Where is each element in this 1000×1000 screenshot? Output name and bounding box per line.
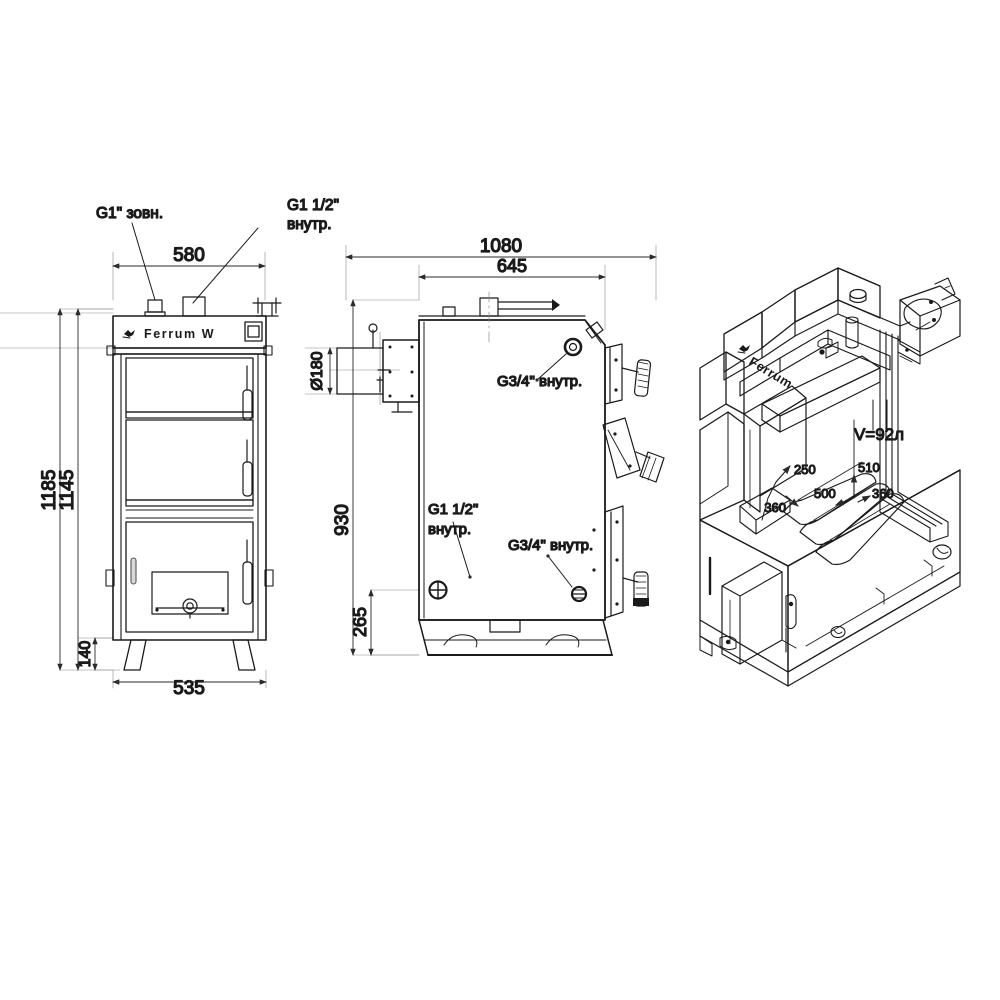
iso-brand-mark-icon [737,345,750,354]
leg-left [123,639,147,671]
iso-leader-250-tail [761,481,777,521]
door-handle-middle[interactable] [242,439,253,497]
iso-base-frame [699,559,961,687]
handle-middle[interactable] [635,451,665,483]
dim-535-label: 535 [173,678,205,699]
leg-right [232,639,256,671]
casing-lugs [106,345,273,356]
ash-door-latch[interactable] [781,594,797,653]
upper-door[interactable] [125,357,254,419]
handle-lower[interactable] [622,571,649,607]
iso-label-360-a: 360 [872,486,894,501]
iso-label-360-b: 360 [764,500,786,515]
dim-645-label: 645 [497,256,527,276]
dim-580-label: 580 [173,245,205,266]
flue-damper-lever[interactable] [368,323,384,393]
dim-1145: 1145 [56,308,81,671]
dim-flue-diameter: Ø180 [308,347,333,395]
iso-label-250: 250 [794,462,816,477]
dim-140-label: 140 [77,641,94,668]
top-fitting [252,297,282,317]
water-jacket-rails [879,329,949,543]
isometric-cutaway-view: Ferrum [699,267,961,687]
rail-clip [817,337,839,359]
callout-g1-outer: G1" зовн. [96,205,163,222]
callout-g34-lower: G3/4" внутр. [508,537,593,554]
iso-leader-360-b [785,495,799,507]
iso-leader-250 [775,465,791,483]
hinge-lugs [105,569,274,587]
door-handle-upper[interactable] [242,365,253,421]
dim-930-label: 930 [332,504,353,536]
dim-265-label: 265 [350,607,370,637]
dim-1080-label: 1080 [480,236,522,257]
side-body-inner [423,321,602,619]
upper-rail-second [739,329,891,397]
front-brand-logo-text: Ferrum W [144,327,215,341]
iso-label-510: 510 [858,460,880,475]
dim-140: 140 [76,637,98,671]
callout-g1-half-inner-line1: G1 1/2" [287,197,339,214]
dim-flue-diameter-label: Ø180 [309,351,326,390]
left-jacket-upper [699,351,745,421]
iso-label-500: 500 [814,486,836,501]
callout-g1-half-lower-line2: внутр. [428,521,471,538]
iso-leader-360-a [857,495,871,503]
callout-g34-upper: G3/4" внутр. [497,373,582,390]
side-body-outline [418,319,606,621]
boiler-body-outline [112,353,267,641]
front-view: 580 1185 1145 140 535 G1" зовн. G1 [0,196,340,700]
dim-1185: 1185 [38,308,63,671]
dim-645: 645 [418,255,606,280]
brand-mark-icon [122,330,135,339]
front-plate [120,353,259,641]
dim-535: 535 [112,677,267,700]
flue-chamber [899,277,961,357]
port-g1-half-lower [428,580,448,600]
side-callout-leaders [452,353,573,588]
port-g34-upper [563,337,583,357]
door-gap-band [125,509,254,519]
dim-930: 930 [331,299,356,656]
chamfer-fitting [585,321,604,339]
lower-door[interactable] [125,521,254,633]
callout-g1-half-inner-line2: внутр. [287,216,332,233]
hinge-middle [602,417,641,479]
dim-1185-label: 1185 [39,470,60,511]
front-projection-lines [0,251,267,689]
dim-1080: 1080 [345,235,657,260]
dim-580: 580 [112,244,266,269]
iso-volume-leaders [872,399,888,431]
side-view: 1080 645 930 265 Ø180 [304,235,665,656]
callout-g1-half-lower-line1: G1 1/2" [428,501,478,518]
middle-door[interactable] [125,419,254,507]
hinge-lower [592,505,624,619]
hinge-upper [604,343,623,405]
side-base-frame [418,619,613,656]
port-g34-lower [570,585,588,603]
flue-stub [391,401,413,413]
door-handle-lower[interactable] [242,539,253,605]
handle-upper[interactable] [621,359,652,397]
dim-1145-label: 1145 [57,470,78,511]
iso-label-volume: V=92л [854,425,904,444]
lower-door-hinge-strip [130,557,137,585]
ash-pan[interactable] [151,571,229,619]
dim-265: 265 [349,589,374,656]
control-panel-display[interactable] [244,321,263,342]
iso-leader-500 [834,498,849,506]
top-cap-fitting [849,288,867,304]
rail-post [845,316,859,349]
front-callout-leaders [131,222,259,304]
